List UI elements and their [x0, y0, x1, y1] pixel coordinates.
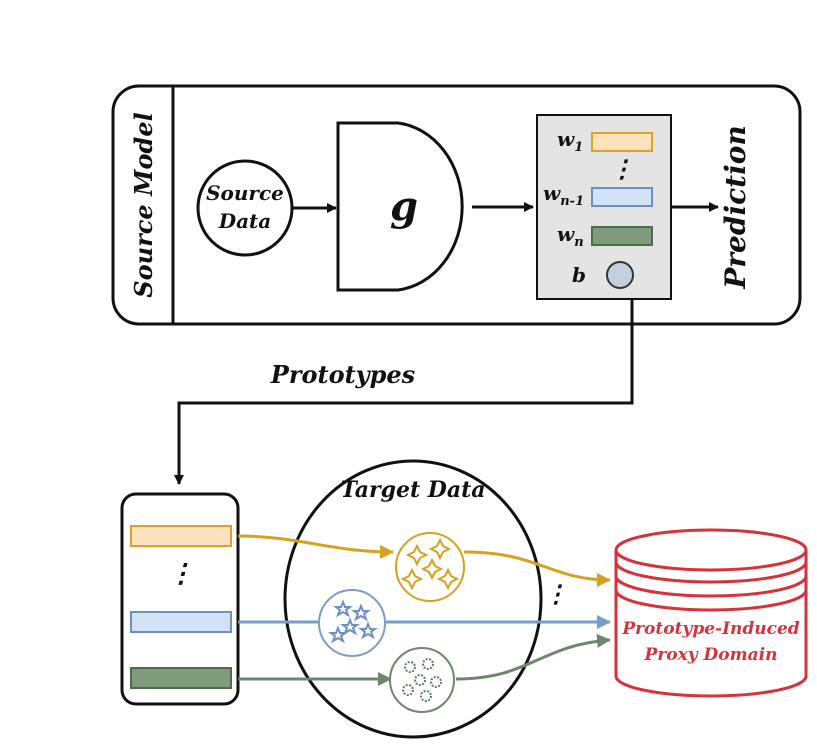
encoder-label: g [390, 183, 418, 230]
green-cluster [389, 647, 455, 713]
prototypes-connector [174, 299, 634, 485]
flow-yellow-in [237, 534, 394, 559]
prototype-dots: ⋮ [168, 559, 194, 589]
weight-dots: ⋮ [610, 154, 634, 183]
source-model-label: Source Model [129, 112, 158, 297]
weight-wn-bar [591, 226, 653, 246]
target-data-label: Target Data [340, 477, 485, 503]
proxy-domain-label-line2: Proxy Domain [644, 645, 778, 665]
proxy-domain-cylinder [614, 528, 808, 698]
weight-w1-bar [591, 132, 653, 152]
yellow-sparkle-icon [400, 537, 460, 591]
weight-wn1-label: wn-1 [543, 181, 584, 209]
yellow-cluster [395, 532, 465, 602]
bias-label: b [572, 263, 586, 287]
target-flow-dots: ⋮ [544, 579, 568, 608]
flow-green-out [455, 633, 611, 681]
green-gear-icon [402, 658, 442, 702]
weight-wn-label: wn [557, 222, 584, 250]
weight-wn1-bar [591, 187, 653, 207]
weight-w1-label: w1 [557, 127, 583, 155]
source-data-node: Source Data [196, 159, 294, 257]
encoder-g-block: g [336, 121, 464, 292]
flow-yellow-out [463, 550, 611, 587]
prototypes-label: Prototypes [270, 360, 416, 389]
prototype-green-bar [130, 667, 232, 689]
source-data-label-line2: Data [218, 209, 272, 233]
blue-star-icon [328, 599, 378, 644]
proxy-domain-label-line1: Prototype-Induced [621, 619, 799, 639]
prototype-yellow-bar [130, 525, 232, 547]
blue-cluster [318, 589, 386, 657]
prediction-label: Prediction [719, 125, 752, 290]
bias-node [606, 261, 634, 289]
prototype-blue-bar [130, 611, 232, 633]
source-data-label-line1: Source [206, 181, 284, 205]
classifier-block: w1 ⋮ wn-1 wn b [536, 114, 672, 300]
target-data-region: Target Data [283, 459, 543, 739]
prototype-bank: ⋮ [120, 492, 240, 706]
